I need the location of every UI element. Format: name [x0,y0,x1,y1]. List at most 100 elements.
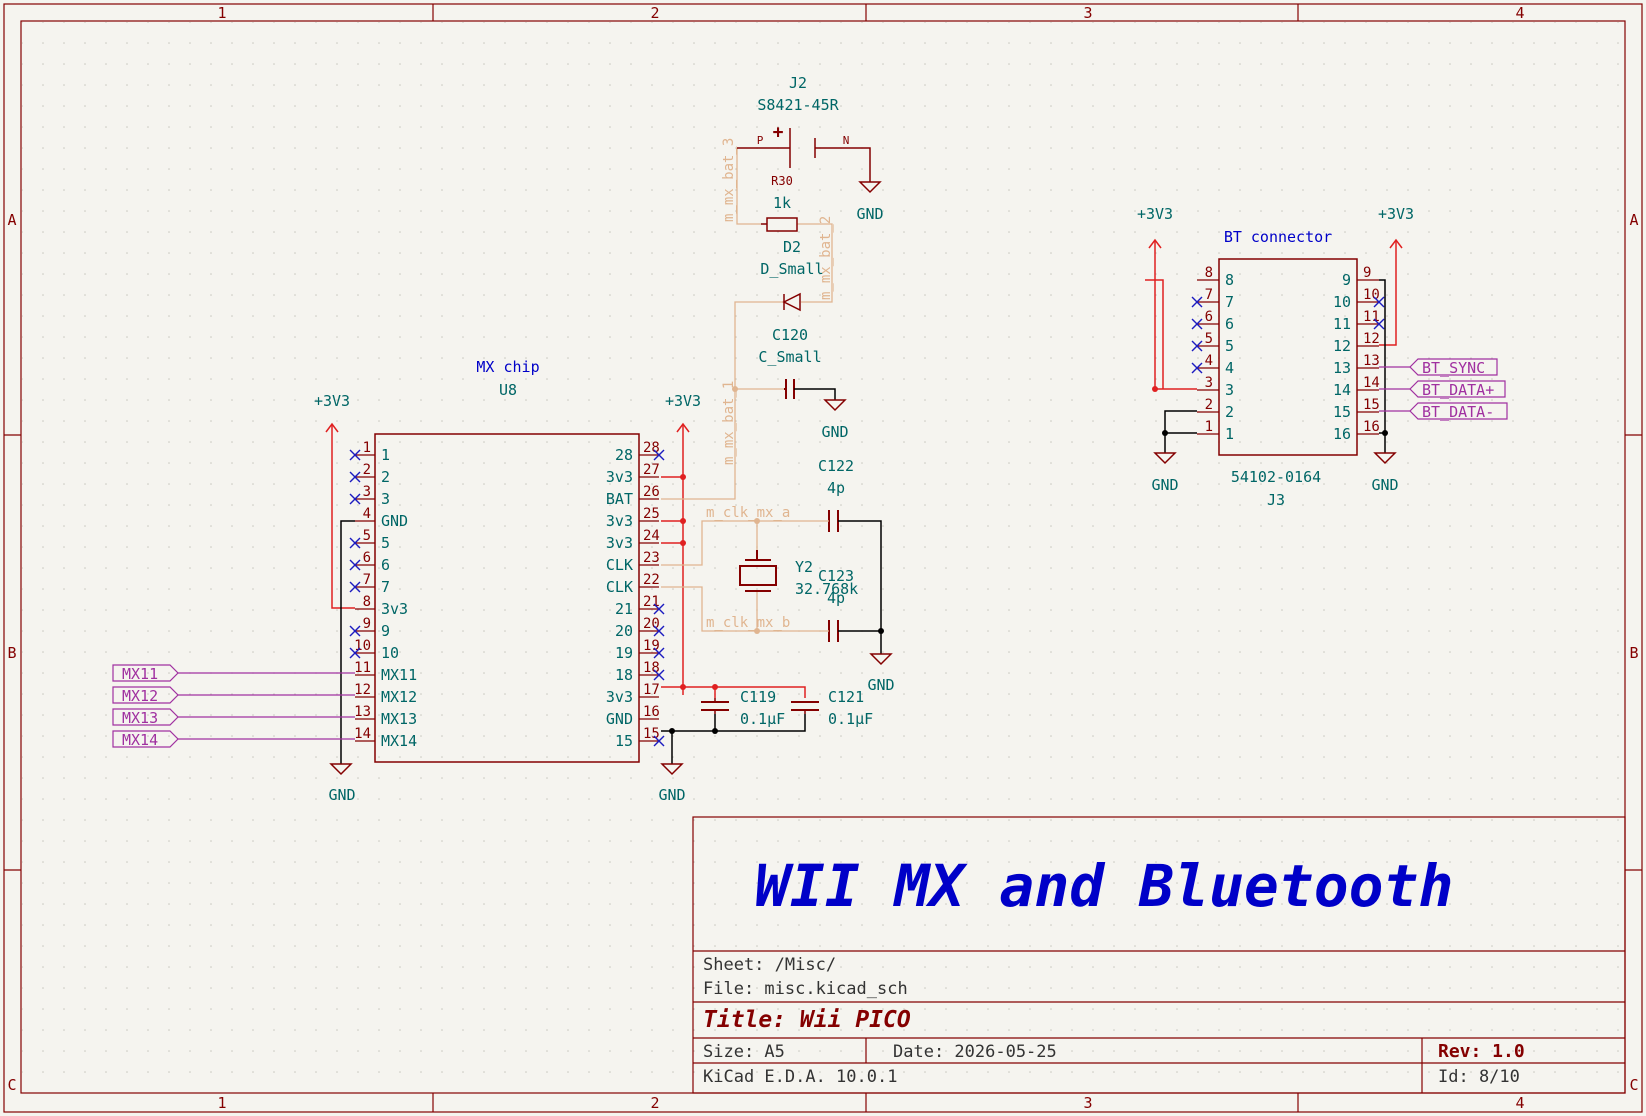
j3-pin-9[interactable]: 99 [1342,265,1379,289]
gnd-j3-left-label: GND [1151,476,1178,494]
net-label-clk-b: m_clk_mx_b [706,615,790,631]
j2-value: S8421-45R [757,96,839,114]
gnd-symbol-j3-right [1373,452,1397,465]
mx12-label[interactable]: MX12 [112,686,355,705]
pin-number: 12 [354,682,371,698]
pin-name: 6 [381,556,390,574]
pin-name: 16 [1333,425,1351,443]
c120-ref: C120 [772,326,808,344]
bt-sync-label[interactable]: BT_SYNC [1379,358,1498,377]
c121-capacitor[interactable]: C121 0.1µF [791,688,873,728]
gnd-symbol-j2 [858,181,882,194]
j2-battery-holder[interactable]: + P N J2 S8421-45R [737,74,871,182]
pin-number: 16 [643,704,660,720]
bt-data-minus-label[interactable]: BT_DATA- [1379,402,1508,421]
j3-ref: J3 [1267,491,1285,509]
c122-capacitor[interactable]: C122 4p [785,457,854,532]
c123-value: 4p [827,589,845,607]
c121-ref: C121 [828,688,864,706]
pin-number: 4 [1205,353,1213,369]
c123-capacitor[interactable]: C123 4p [785,567,854,642]
pin-name: 20 [615,622,633,640]
mx13-label[interactable]: MX13 [112,708,355,727]
c120-capacitor[interactable]: C120 C_Small [758,326,836,400]
j3-value: 54102-0164 [1231,468,1321,486]
pin-name: MX12 [381,688,417,706]
power-3v3-j3-left-label: +3V3 [1137,205,1173,223]
pin-number: 2 [1205,397,1213,413]
pin-name: 18 [615,666,633,684]
pin-name: 15 [1333,403,1351,421]
d2-diode[interactable]: D2 D_Small [760,238,824,312]
no-connect-icon [653,735,665,747]
pin-name: 4 [1225,359,1234,377]
pin-name: 19 [615,644,633,662]
pin-number: 23 [643,550,660,566]
pin-name: 5 [1225,337,1234,355]
c119-capacitor[interactable]: C119 0.1µF [701,688,785,728]
mx14-label[interactable]: MX14 [112,730,355,749]
no-connect-icon [653,625,665,637]
r30-resistor[interactable]: R30 1k [761,174,798,232]
pin-number: 16 [1363,419,1380,435]
pin-number: 1 [363,440,371,456]
mx11-label[interactable]: MX11 [112,664,355,683]
pin-name: 5 [381,534,390,552]
c122-ref: C122 [818,457,854,475]
battery-local-wires [661,148,833,632]
y2-value: 32.768k [795,580,858,598]
bt-data-plus-label[interactable]: BT_DATA+ [1379,380,1506,399]
no-connect-icon [653,669,665,681]
pin-12[interactable]: 12 MX12 [354,682,417,706]
j3-body [1218,258,1358,456]
tb-rev: Rev: 1.0 [1438,1041,1525,1062]
pin-number: 17 [643,682,660,698]
y2-crystal[interactable]: Y2 32.768k [739,550,858,598]
